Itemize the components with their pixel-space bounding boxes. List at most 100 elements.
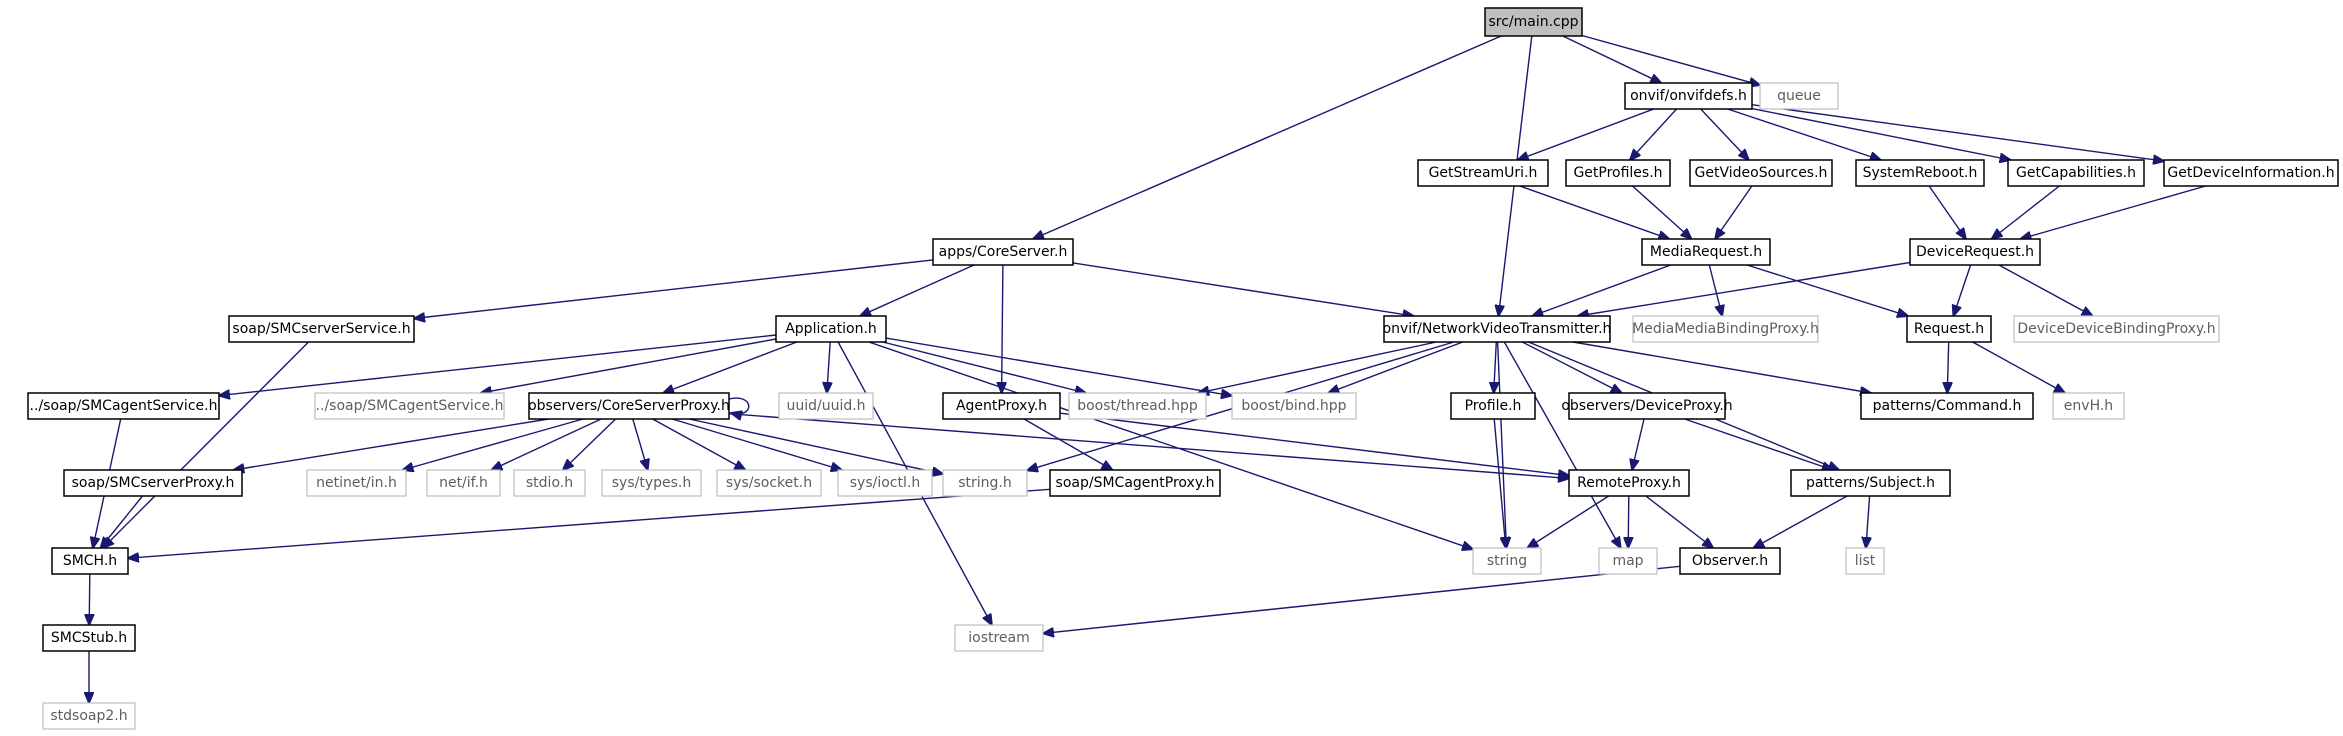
node-getprofiles[interactable]: GetProfiles.h: [1565, 159, 1671, 187]
node-stringh: string.h: [942, 469, 1028, 497]
node-label: boost/bind.hpp: [1241, 398, 1346, 414]
edge-coreserverproxy-to-netif: [491, 418, 602, 470]
node-observer[interactable]: Observer.h: [1679, 547, 1781, 575]
edge-application-to-uuid: [827, 341, 830, 393]
node-systemreboot[interactable]: SystemReboot.h: [1855, 159, 1985, 187]
edge-coreserverproxy-to-remoteproxy: [728, 413, 1569, 479]
node-box: [954, 624, 1044, 652]
node-smcagentservice_local[interactable]: ../soap/SMCagentService.h: [27, 392, 220, 420]
edge-application-to-boostbind: [885, 337, 1232, 396]
edge-smcserverproxy-to-smch: [101, 495, 144, 548]
node-label: boost/thread.hpp: [1077, 398, 1198, 414]
node-label: soap/SMCserverProxy.h: [72, 475, 235, 491]
node-getdeviceinfo[interactable]: GetDeviceInformation.h: [2163, 159, 2339, 187]
node-label: soap/SMCagentProxy.h: [1056, 475, 1215, 491]
edge-coreserverproxy-to-coreserverproxy: [729, 397, 750, 414]
node-deviceproxy[interactable]: observers/DeviceProxy.h: [1561, 392, 1733, 420]
edge-remoteproxy-to-string: [1527, 495, 1610, 548]
node-nvt[interactable]: onvif/NetworkVideoTransmitter.h: [1383, 315, 1612, 343]
node-smcstub[interactable]: SMCStub.h: [42, 624, 136, 652]
edge-coreserverproxy-to-systypes: [632, 418, 648, 470]
node-label: soap/SMCserverService.h: [232, 321, 410, 337]
node-label: Observer.h: [1692, 553, 1768, 569]
edge-deviceproxy-to-subject: [1684, 418, 1833, 470]
node-box: [778, 392, 874, 420]
edge-coreserverproxy-to-stdio: [563, 418, 617, 470]
node-smcserverproxy[interactable]: soap/SMCserverProxy.h: [63, 469, 243, 497]
node-subject[interactable]: patterns/Subject.h: [1790, 469, 1951, 497]
node-command[interactable]: patterns/Command.h: [1860, 392, 2034, 420]
node-stdio: stdio.h: [513, 469, 586, 497]
edge-getcapabilities-to-devicerequest: [1992, 185, 2060, 239]
node-smch[interactable]: SMCH.h: [51, 547, 129, 575]
node-label: envH.h: [2064, 398, 2113, 414]
node-box: [426, 469, 501, 497]
node-label: ../soap/SMCagentService.h: [30, 398, 218, 414]
node-label: GetCapabilities.h: [2016, 165, 2136, 181]
edge-coreserver-to-nvt: [1072, 262, 1414, 316]
node-mediarequest[interactable]: MediaRequest.h: [1641, 238, 1771, 266]
node-getvideosources[interactable]: GetVideoSources.h: [1689, 159, 1833, 187]
node-application[interactable]: Application.h: [775, 315, 887, 343]
node-box: [837, 469, 933, 497]
edge-systemreboot-to-devicerequest: [1928, 185, 1966, 239]
node-box: [1484, 7, 1583, 37]
node-getcapabilities[interactable]: GetCapabilities.h: [2007, 159, 2145, 187]
edge-onvifdefs-to-getstreamuri: [1518, 108, 1655, 160]
node-iostream: iostream: [954, 624, 1044, 652]
node-agentproxy[interactable]: AgentProxy.h: [942, 392, 1061, 420]
node-box: [42, 624, 136, 652]
edge-requesth-to-envh: [1972, 341, 2065, 393]
node-devicerequest[interactable]: DeviceRequest.h: [1909, 238, 2041, 266]
node-envh: envH.h: [2052, 392, 2125, 420]
node-smcserverservice[interactable]: soap/SMCserverService.h: [228, 315, 415, 343]
node-label: Request.h: [1914, 321, 1984, 337]
node-main[interactable]: src/main.cpp: [1484, 7, 1583, 37]
node-requesth[interactable]: Request.h: [1906, 315, 1992, 343]
node-box: [1860, 392, 2034, 420]
node-label: map: [1612, 553, 1643, 569]
node-box: [1845, 547, 1885, 575]
node-coreserverproxy[interactable]: observers/CoreServerProxy.h: [528, 392, 730, 420]
node-box: [1472, 547, 1542, 575]
node-coreserver[interactable]: apps/CoreServer.h: [932, 238, 1074, 266]
node-map: map: [1598, 547, 1658, 575]
node-box: [2163, 159, 2339, 187]
edge-onvifdefs-to-systemreboot: [1727, 108, 1881, 160]
node-profile[interactable]: Profile.h: [1450, 392, 1536, 420]
edge-deviceproxy-to-remoteproxy: [1632, 418, 1645, 470]
edge-nvt-to-boostbind: [1328, 341, 1463, 393]
node-box: [1383, 315, 1611, 343]
node-label: GetProfiles.h: [1573, 165, 1662, 181]
edges-layer: [89, 34, 2206, 704]
node-box: [2052, 392, 2125, 420]
edge-coreserverproxy-to-netinet: [403, 418, 584, 470]
node-box: [1565, 159, 1671, 187]
node-label: observers/DeviceProxy.h: [1561, 398, 1732, 414]
node-box: [601, 469, 702, 497]
edge-requesth-to-command: [1947, 341, 1948, 393]
node-box: [51, 547, 129, 575]
node-label: MediaRequest.h: [1650, 244, 1762, 260]
edge-devicerequest-to-nvt: [1578, 261, 1911, 317]
edge-smch-to-smcstub: [89, 573, 90, 625]
node-label: SystemReboot.h: [1863, 165, 1978, 181]
node-remoteproxy[interactable]: RemoteProxy.h: [1568, 469, 1690, 497]
node-box: [228, 315, 415, 343]
node-onvifdefs[interactable]: onvif/onvifdefs.h: [1624, 82, 1753, 110]
edge-coreserver-to-application: [860, 264, 975, 316]
edge-application-to-coreserverproxy: [663, 341, 798, 393]
node-box: [775, 315, 887, 343]
edge-subject-to-observer: [1753, 495, 1848, 548]
node-boostthread: boost/thread.hpp: [1068, 392, 1207, 420]
node-getstreamuri[interactable]: GetStreamUri.h: [1417, 159, 1549, 187]
edge-getdeviceinfo-to-devicerequest: [2020, 185, 2206, 239]
node-label: stdsoap2.h: [50, 708, 127, 724]
node-smcagentproxy[interactable]: soap/SMCagentProxy.h: [1049, 469, 1221, 497]
edge-nvt-to-profile: [1494, 341, 1497, 393]
edge-subject-to-list: [1866, 495, 1870, 548]
node-box: [1632, 315, 1819, 343]
edge-coreserver-to-smcserverservice: [414, 259, 934, 319]
node-box: [1598, 547, 1658, 575]
